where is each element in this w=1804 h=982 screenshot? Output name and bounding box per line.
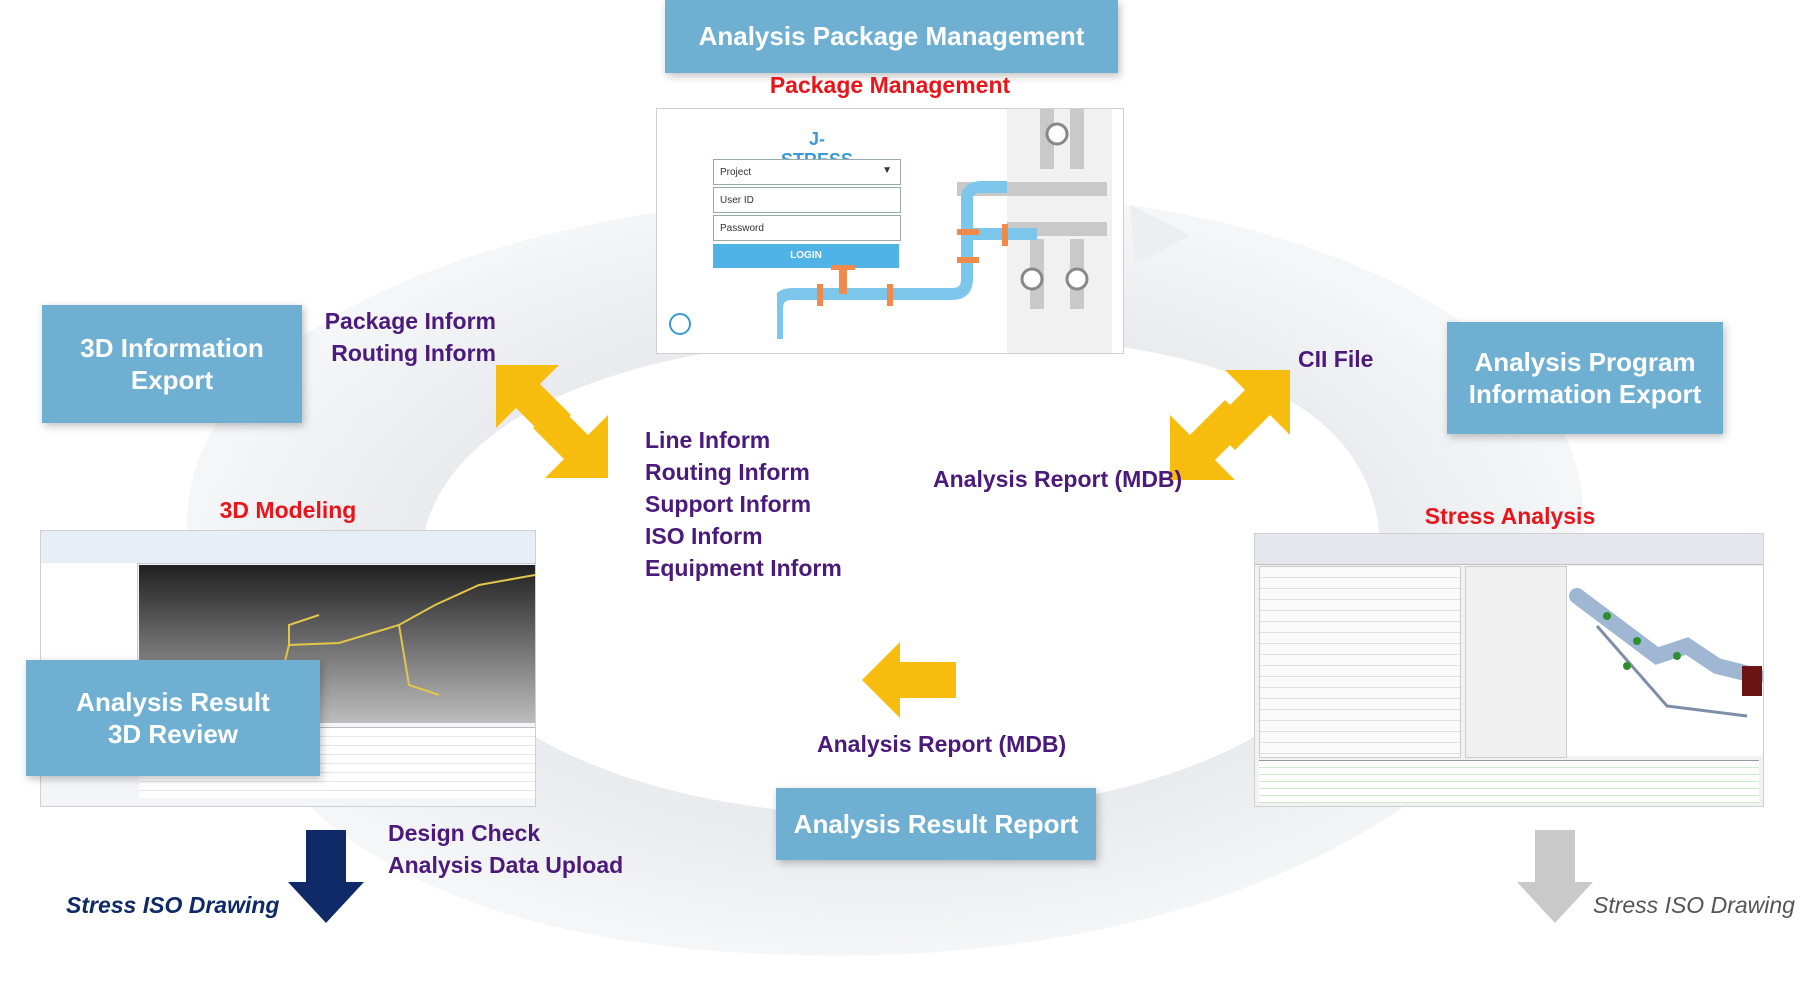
package-management-title: Package Management (769, 72, 1011, 98)
report-left-arrow (862, 642, 956, 718)
chevron-down-icon: ▼ (882, 165, 892, 176)
design-check-text: Design Check (388, 820, 541, 846)
login-button[interactable]: LOGIN (713, 244, 899, 268)
routing-inform-text: Routing Inform (331, 340, 496, 366)
analysis-report-upper-label: Analysis Report (MDB) (933, 466, 1183, 492)
ribbon-toolbar (41, 531, 535, 564)
password-field[interactable]: Password (713, 215, 901, 241)
stress-pipe-model (1569, 588, 1763, 718)
line-inform-list: Line Inform Routing Inform Support Infor… (645, 424, 842, 584)
input-panel (1259, 566, 1461, 758)
design-check-label: Design Check Analysis Data Upload (388, 817, 623, 881)
package-inform-text: Package Inform (324, 308, 496, 334)
analysis-result-report-box: Analysis Result Report (776, 788, 1096, 860)
package-routing-inform-label: Package Inform Routing Inform (322, 305, 496, 369)
iso-left-down-arrow (288, 830, 364, 923)
globe-icon (669, 313, 691, 335)
analysis-package-management-box: Analysis Package Management (665, 0, 1118, 73)
left-double-arrow (496, 365, 608, 478)
stress-analysis-screenshot (1254, 533, 1764, 807)
project-select[interactable]: Project ▼ (713, 159, 901, 185)
3d-modeling-title: 3D Modeling (219, 497, 357, 523)
login-screenshot: J-STRESS Project ▼ User ID Password LOGI… (656, 108, 1124, 354)
stress-toolbar (1255, 534, 1763, 565)
project-select-value: Project (720, 166, 752, 178)
iso-inform-text: ISO Inform (645, 523, 763, 549)
cii-file-label: CII File (1298, 346, 1374, 372)
equipment-inform-text: Equipment Inform (645, 555, 842, 581)
analysis-result-3d-review-box: Analysis Result 3D Review (26, 660, 320, 776)
analysis-program-information-export-box: Analysis Program Information Export (1447, 322, 1723, 434)
analysis-report-lower-label: Analysis Report (MDB) (817, 731, 1067, 757)
stress-viewport (1567, 566, 1763, 756)
3d-information-export-box: 3D Information Export (42, 305, 302, 423)
support-inform-text: Support Inform (645, 491, 812, 517)
line-inform-text: Line Inform (645, 427, 771, 453)
stress-iso-drawing-left: Stress ISO Drawing (66, 892, 280, 918)
user-id-field[interactable]: User ID (713, 187, 901, 213)
property-panel (1465, 566, 1567, 758)
password-placeholder: Password (720, 222, 764, 234)
iso-right-down-arrow (1517, 830, 1593, 923)
stress-results-grid (1259, 760, 1759, 803)
stress-iso-drawing-right: Stress ISO Drawing (1593, 892, 1795, 918)
stress-analysis-title: Stress Analysis (1424, 503, 1596, 529)
pipe-illustration (777, 109, 1112, 353)
routing-inform-text-2: Routing Inform (645, 459, 810, 485)
user-id-placeholder: User ID (720, 194, 754, 206)
analysis-data-upload-text: Analysis Data Upload (388, 852, 624, 878)
right-double-arrow (1170, 370, 1290, 480)
